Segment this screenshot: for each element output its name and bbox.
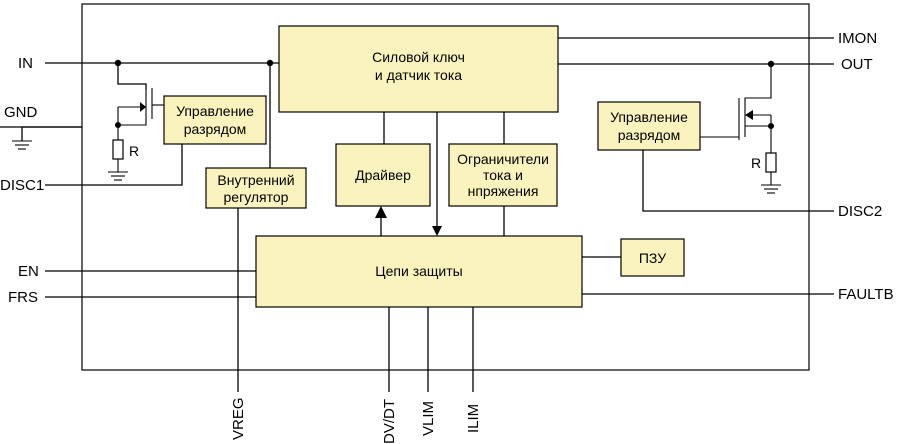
- left-resistor: [112, 139, 124, 160]
- pin-out-label: OUT: [841, 56, 873, 73]
- limiters-label-line1: Ограничители: [457, 151, 549, 167]
- internal-regulator-label-line2: регулятор: [224, 189, 289, 205]
- pin-imon-label: IMON: [838, 30, 877, 47]
- pin-ilim-label: ILIM: [465, 404, 482, 433]
- discharge-left-label-line1: Управление: [176, 103, 254, 119]
- right-resistor-label: R: [751, 155, 761, 171]
- discharge-left-label-line2: разрядом: [184, 121, 247, 137]
- arrow-up-icon: [375, 206, 387, 218]
- limiters-label-line3: нпряжения: [468, 183, 539, 199]
- rom-label: ПЗУ: [639, 250, 666, 266]
- discharge-right-label-line2: разрядом: [618, 127, 681, 143]
- discharge-right-label-line1: Управление: [610, 109, 688, 125]
- right-fet: R: [700, 64, 781, 194]
- rom-block: ПЗУ: [620, 238, 685, 277]
- junction-dot-in-reg: [266, 59, 274, 67]
- protection-label: Цепи защиты: [375, 263, 462, 279]
- protection-block: Цепи защиты: [255, 235, 583, 308]
- limiters-label-line2: тока и: [483, 167, 523, 183]
- pin-dvdt-label: DV/DT: [381, 399, 398, 444]
- discharge-left-block: Управление разрядом: [163, 95, 267, 145]
- right-resistor: [765, 152, 777, 173]
- left-fet-arrow-icon: [140, 102, 146, 112]
- driver-label: Драйвер: [355, 167, 411, 183]
- driver-box: [335, 143, 431, 207]
- arrow-down-icon: [432, 226, 442, 236]
- pin-frs-label: FRS: [8, 289, 38, 306]
- junction-dot-in-fet: [114, 59, 122, 67]
- limiters-block: Ограничители тока и нпряжения: [448, 143, 558, 207]
- right-fet-arrow-icon: [745, 110, 753, 120]
- left-resistor-label: R: [129, 143, 139, 159]
- discharge-right-box: [597, 101, 701, 151]
- internal-regulator-box: [205, 167, 307, 209]
- discharge-left-box: [163, 95, 267, 145]
- power-switch-block: Силовой ключ и датчик тока: [278, 25, 559, 113]
- left-fet: R: [108, 88, 164, 181]
- protection-box: [255, 235, 583, 308]
- disc2-wire: [642, 150, 834, 212]
- power-switch-label-line1: Силовой ключ: [372, 49, 465, 65]
- power-switch-box: [278, 25, 559, 113]
- pin-disc1-label: DISC1: [0, 177, 44, 194]
- internal-regulator-label-line1: Внутренний: [217, 172, 294, 188]
- pin-en-label: EN: [18, 263, 39, 280]
- in-to-left-fet-wire: [117, 63, 147, 90]
- internal-regulator-block: Внутренний регулятор: [205, 167, 307, 209]
- pin-vreg-label: VREG: [230, 397, 247, 440]
- gnd-ground-icon: [12, 140, 32, 150]
- power-switch-label-line2: и датчик тока: [375, 67, 462, 83]
- pin-vlim-label: VLIM: [420, 401, 437, 436]
- pin-gnd-label: GND: [4, 104, 38, 121]
- limiters-box: [448, 143, 558, 207]
- wires: [0, 37, 834, 392]
- disc1-wire: [45, 144, 183, 186]
- discharge-right-block: Управление разрядом: [597, 101, 701, 151]
- pin-in-label: IN: [18, 55, 33, 72]
- pin-disc2-label: DISC2: [838, 203, 882, 220]
- pin-faultb-label: FAULTB: [838, 286, 894, 303]
- driver-block: Драйвер: [335, 143, 431, 207]
- gnd-ground-stem: [21, 126, 82, 141]
